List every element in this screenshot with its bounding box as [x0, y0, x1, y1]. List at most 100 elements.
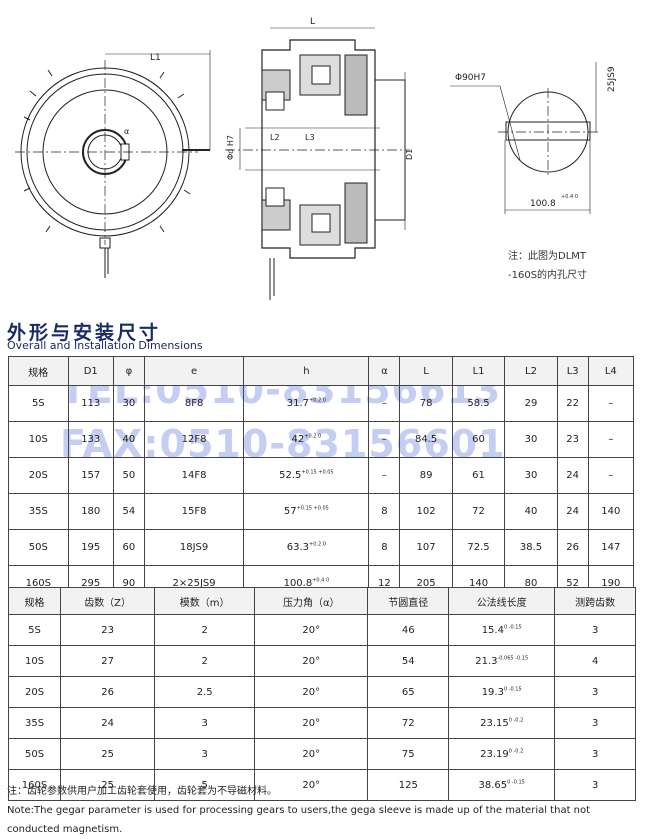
table-row: 10S 27 2 20° 54 21.3-0.065 -0.15 4	[7, 645, 636, 677]
table-row: 50S 25 3 20° 75 23.190 -0.2 3	[7, 738, 636, 770]
cell-span-length: 38.650 -0.15	[448, 769, 556, 801]
cell: 72	[367, 707, 450, 739]
cell-tolerance: 0 -0.15	[503, 624, 522, 631]
header-cell: 规格	[7, 587, 62, 615]
cell: 2	[154, 614, 256, 646]
cell-spec: 20S	[8, 457, 69, 494]
cell-value: 57	[283, 506, 297, 517]
cell: 20°	[254, 738, 369, 770]
cell: 60	[451, 421, 506, 458]
cell: 3	[554, 707, 636, 739]
dim-label-depth-tol: +0.4 0	[561, 194, 578, 200]
section-title: 外形与安装尺寸	[7, 322, 162, 344]
table-row: 160S 25 5 20° 125 38.650 -0.15 3	[7, 769, 636, 801]
cell-spec: 5S	[7, 614, 62, 646]
cell-value: 19.3	[481, 686, 504, 698]
cell: 30	[504, 421, 558, 458]
cell-spec: 50S	[8, 529, 69, 566]
cell: 54	[112, 493, 145, 530]
cell: 3	[554, 738, 636, 770]
cell: 84.5	[399, 421, 453, 458]
cell: 38.5	[504, 529, 558, 566]
cell: 12F8	[143, 421, 245, 458]
cell: –	[587, 457, 635, 494]
cell: 180	[67, 493, 114, 530]
cell-tolerance: +0.15 +0.05	[296, 505, 329, 512]
cell-value: 23.19	[480, 748, 509, 760]
cell: 3	[154, 707, 256, 739]
table-row: 50S 195 60 18JS9 63.3+0.2 0 8 107 72.5 3…	[8, 529, 635, 566]
dim-label-bore: Φ90H7	[455, 73, 486, 83]
cell: 4	[554, 645, 636, 677]
cell-tolerance: -0.065 -0.15	[497, 655, 529, 662]
cell: 54	[367, 645, 450, 677]
cell: 40	[504, 493, 558, 530]
cell: 27	[60, 645, 156, 677]
table-row: 5S 23 2 20° 46 15.40 -0.15 3	[7, 614, 636, 646]
header-cell: 测跨齿数	[554, 587, 636, 615]
dim-label-depth: 100.8	[530, 199, 556, 209]
cell: 23	[60, 614, 156, 646]
cell-h: 57+0.15 +0.05	[243, 493, 370, 530]
cell: 125	[367, 769, 450, 801]
cell-tolerance: 0 -0.15	[507, 779, 525, 786]
cell-tolerance: +0.2 0	[309, 397, 326, 404]
cell-span-length: 21.3-0.065 -0.15	[448, 645, 556, 677]
cell: 29	[504, 385, 558, 422]
cell-value: 23.15	[480, 717, 509, 729]
section-subtitle: Overall and Installation Dimensions	[7, 339, 203, 352]
cell: 30	[504, 457, 558, 494]
cell-value: 21.3	[475, 655, 498, 667]
footnote-en-line2: conducted magnetism.	[7, 824, 123, 835]
dimensions-table: 规格 D1 φ e h α L L1 L2 L3 L4 5S 113 30 8F…	[8, 356, 635, 602]
technical-drawing: L1 α L Φd H7 L2 L3 D1	[15, 17, 617, 300]
cell: 24	[60, 707, 156, 739]
table-header-row: 规格 D1 φ e h α L L1 L2 L3 L4	[8, 356, 635, 386]
cell: 61	[451, 457, 506, 494]
cell: 46	[367, 614, 450, 646]
cell-value: 100.8	[283, 578, 313, 589]
cell: 147	[587, 529, 635, 566]
cell: 140	[587, 493, 635, 530]
cell-h: 31.7+0.2 0	[243, 385, 370, 422]
cell: 113	[67, 385, 114, 422]
cell: 58.5	[451, 385, 506, 422]
cell-tolerance: +0.2 0	[304, 433, 322, 440]
header-cell: L3	[556, 356, 589, 386]
bore-detail-view: Φ90H7 25JS9 100.8 +0.4 0	[450, 62, 617, 214]
cell-value: 31.7	[286, 398, 310, 409]
cell-spec: 160S	[7, 769, 62, 801]
cell-span-length: 15.40 -0.15	[448, 614, 556, 646]
cell: 65	[367, 676, 450, 708]
table-row: 20S 26 2.5 20° 65 19.30 -0.15 3	[7, 676, 636, 708]
cell: 23	[556, 421, 589, 458]
header-cell: e	[143, 356, 245, 386]
cell: 8	[368, 493, 401, 530]
header-cell: α	[368, 356, 401, 386]
cell: 50	[112, 457, 145, 494]
cell: 3	[154, 738, 256, 770]
cell-tolerance: 0 -0.2	[508, 717, 524, 724]
table-row: 10S 133 40 12F8 42+0.2 0 – 84.5 60 30 23…	[8, 421, 635, 458]
cell: 133	[67, 421, 114, 458]
drawing-note: 注：此图为DLMT -160S的内孔尺寸	[508, 247, 587, 285]
cell-spec: 10S	[7, 645, 62, 677]
cell-tolerance: 0 -0.2	[508, 748, 524, 755]
table-row: 35S 24 3 20° 72 23.150 -0.2 3	[7, 707, 636, 739]
footnote-en-line1: Note:The gegar parameter is used for pro…	[7, 805, 591, 816]
cell: 24	[556, 493, 589, 530]
cell-spec: 35S	[8, 493, 69, 530]
cell: –	[368, 385, 401, 422]
dim-label-phih7: Φd H7	[226, 135, 235, 160]
header-cell: L	[399, 356, 453, 386]
dim-label-key: 25JS9	[607, 66, 617, 92]
cell: 24	[556, 457, 589, 494]
cell: 22	[556, 385, 589, 422]
cell: 78	[399, 385, 453, 422]
cell: –	[368, 457, 401, 494]
cell-h: 42+0.2 0	[243, 421, 370, 458]
dim-label-l2: L2	[270, 133, 280, 142]
cell: 60	[112, 529, 145, 566]
cell: 20°	[254, 707, 369, 739]
cell: 107	[399, 529, 453, 566]
